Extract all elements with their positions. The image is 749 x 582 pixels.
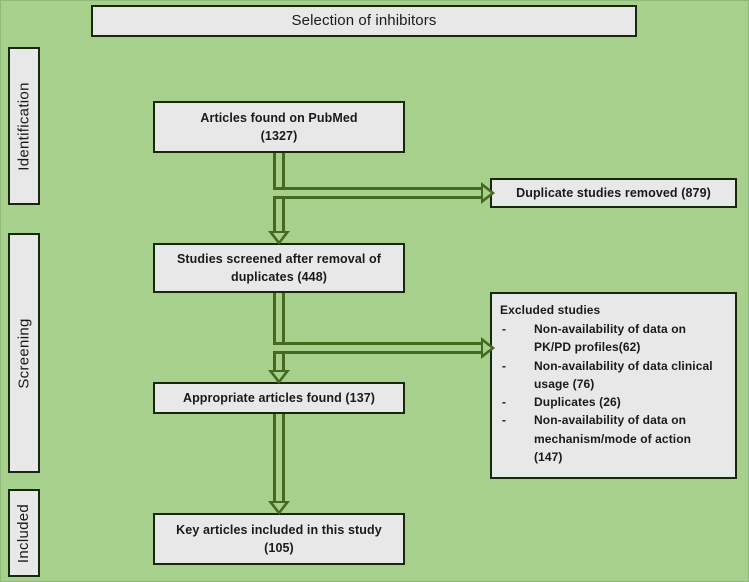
excluded-studies-item: - Duplicates (26) [500, 393, 727, 411]
node-duplicate-studies-removed: Duplicate studies removed (879) [490, 178, 737, 208]
excluded-item-line2: PK/PD profiles(62) [534, 340, 641, 355]
bullet-dash-icon: - [502, 395, 507, 410]
arrow-head-inner [483, 187, 491, 199]
arrow-down-appropriate-to-key-articles [268, 414, 290, 515]
node-key-articles-included-line2: (105) [264, 541, 294, 555]
excluded-item-line1: Non-availability of data on [534, 322, 687, 337]
bullet-dash-icon: - [502, 322, 507, 337]
node-articles-found-pubmed-content: Articles found on PubMed (1327) [200, 109, 357, 145]
excluded-item-line1: Duplicates (26) [534, 395, 621, 410]
bullet-dash-icon: - [502, 413, 507, 428]
arrow-head-inner [483, 342, 491, 354]
node-appropriate-articles-found: Appropriate articles found (137) [153, 382, 405, 414]
node-articles-found-pubmed: Articles found on PubMed (1327) [153, 101, 405, 153]
excluded-item-line2: mechanism/mode of action [534, 431, 692, 446]
node-excluded-studies: Excluded studies - Non-availability of d… [490, 292, 737, 479]
node-key-articles-included: Key articles included in this study (105… [153, 513, 405, 565]
stage-label-identification-text: Identification [15, 81, 33, 171]
node-key-articles-included-content: Key articles included in this study (105… [176, 521, 382, 557]
arrow-right-to-excluded-studies [273, 337, 495, 359]
excluded-item-line1: Non-availability of data on [534, 413, 687, 428]
arrow-head-inner [273, 372, 285, 380]
stage-label-screening: Screening [8, 233, 40, 473]
stage-label-included: Included [8, 489, 40, 577]
node-studies-screened-line2: duplicates (448) [230, 270, 328, 284]
excluded-item-line3: (147) [534, 449, 563, 464]
node-studies-screened-content: Studies screened after removal of duplic… [177, 250, 381, 286]
node-articles-found-pubmed-line1: Articles found on PubMed [200, 110, 358, 125]
stage-label-identification: Identification [8, 47, 40, 205]
arrow-head-inner [273, 233, 285, 241]
stage-label-included-text: Included [15, 503, 33, 563]
arrow-shaft [273, 187, 482, 199]
arrow-head-inner [273, 503, 285, 511]
excluded-item-line1: Non-availability of data clinical [534, 358, 713, 373]
node-key-articles-included-line1: Key articles included in this study [176, 522, 382, 537]
excluded-studies-item: - Non-availability of data on PK/PD prof… [500, 320, 727, 356]
excluded-item-line2: usage (76) [534, 376, 595, 391]
excluded-studies-item: - Non-availability of data on mechanism/… [500, 411, 727, 466]
node-articles-found-pubmed-line2: (1327) [260, 129, 298, 143]
arrow-shaft [273, 414, 285, 502]
arrow-shaft [273, 342, 482, 354]
diagram-title: Selection of inhibitors [91, 5, 637, 37]
node-studies-screened: Studies screened after removal of duplic… [153, 243, 405, 293]
excluded-studies-item: - Non-availability of data clinical usag… [500, 357, 727, 393]
arrow-right-to-duplicates-removed [273, 182, 495, 204]
stage-label-screening-text: Screening [15, 317, 33, 389]
arrow-shaft [273, 293, 285, 371]
bullet-dash-icon: - [502, 358, 507, 373]
excluded-studies-heading: Excluded studies [500, 303, 601, 317]
node-studies-screened-line1: Studies screened after removal of [176, 251, 382, 266]
